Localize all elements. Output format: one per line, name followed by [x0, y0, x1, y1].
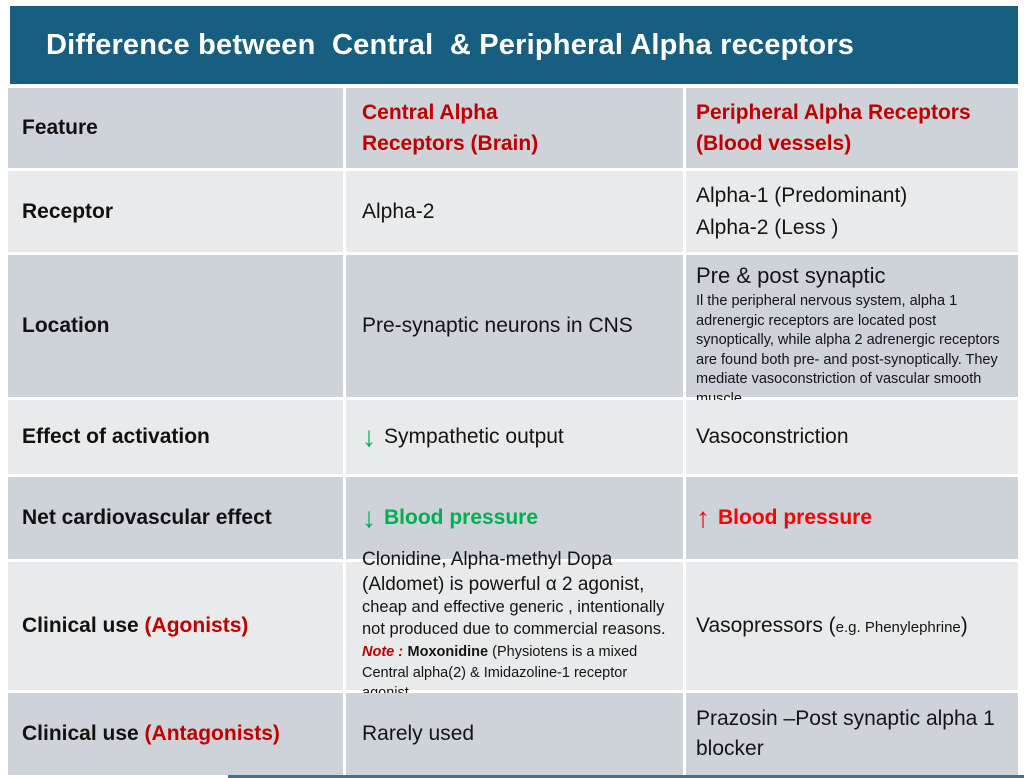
- agonists-detail-text: cheap and effective generic , intentiona…: [362, 598, 666, 638]
- title-bar: Difference between Central & Peripheral …: [10, 6, 1018, 84]
- cell-cardio-peripheral: ↑ Blood pressure: [686, 477, 1018, 559]
- central-header-label: Central Alpha Receptors (Brain): [362, 100, 539, 156]
- comparison-table: Feature Central Alpha Receptors (Brain) …: [8, 88, 1018, 775]
- phenylephrine-example: e.g. Phenylephrine: [835, 619, 961, 636]
- header-cell-feature: Feature: [8, 88, 343, 168]
- header-cell-peripheral: Peripheral Alpha Receptors (Blood vessel…: [686, 88, 1018, 168]
- header-cell-central: Central Alpha Receptors (Brain): [346, 88, 683, 168]
- cell-activation-central: ↓ Sympathetic output: [346, 400, 683, 474]
- row-label-agonists: Clinical use (Agonists): [8, 562, 343, 690]
- agonists-note: Note : Moxonidine (Physiotens is a mixed…: [362, 643, 638, 702]
- cell-agonists-central: Clonidine, Alpha-methyl Dopa (Aldomet) i…: [346, 549, 683, 701]
- cell-receptor-peripheral: Alpha-1 (Predominant) Alpha-2 (Less ): [686, 171, 1018, 252]
- cell-agonists-peripheral: Vasopressors (e.g. Phenylephrine): [686, 562, 1018, 690]
- bottom-accent-line: [228, 775, 1024, 778]
- page-title: Difference between Central & Peripheral …: [46, 28, 855, 61]
- cell-location-peripheral: Pre & post synaptic Il the peripheral ne…: [686, 255, 1018, 407]
- agonists-drug-text: Clonidine, Alpha-methyl Dopa (Aldomet) i…: [362, 548, 645, 595]
- cell-location-central: Pre-synaptic neurons in CNS: [346, 255, 683, 397]
- feature-header-label: Feature: [22, 116, 98, 139]
- cell-antagonists-peripheral: Prazosin –Post synaptic alpha 1 blocker: [686, 693, 1018, 775]
- down-arrow-icon: ↓: [362, 502, 376, 533]
- antagonists-red-label: (Antagonists): [144, 722, 280, 745]
- cell-antagonists-central: Rarely used: [346, 693, 683, 775]
- row-label-location: Location: [8, 255, 343, 397]
- location-peripheral-detail: Il the peripheral nervous system, alpha …: [696, 293, 1000, 407]
- peripheral-header-label: Peripheral Alpha Receptors (Blood vessel…: [696, 100, 971, 156]
- up-arrow-icon: ↑: [696, 502, 710, 533]
- cell-activation-peripheral: Vasoconstriction: [686, 400, 1018, 474]
- row-label-activation: Effect of activation: [8, 400, 343, 474]
- note-label: Note :: [362, 643, 404, 660]
- location-peripheral-heading: Pre & post synaptic: [696, 263, 886, 288]
- agonists-red-label: (Agonists): [144, 614, 249, 637]
- row-label-antagonists: Clinical use (Antagonists): [8, 693, 343, 775]
- down-arrow-icon: ↓: [362, 421, 376, 452]
- cell-cardio-central: ↓ Blood pressure: [346, 477, 683, 559]
- row-label-receptor: Receptor: [8, 171, 343, 252]
- row-label-cardio: Net cardiovascular effect: [8, 477, 343, 559]
- cell-receptor-central: Alpha-2: [346, 171, 683, 252]
